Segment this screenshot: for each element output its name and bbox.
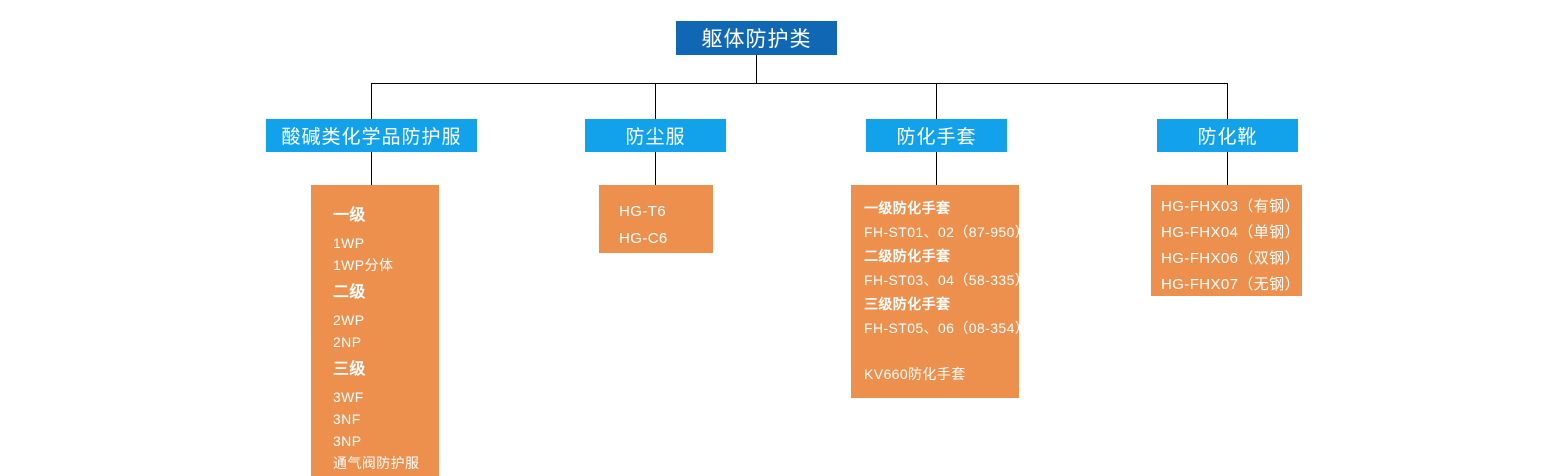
connector-boots-to-panel [1227, 152, 1228, 185]
panel-chemical-boots-details: HG-FHX03（有钢） HG-FHX04（单钢） HG-FHX06（双钢） H… [1151, 185, 1302, 296]
category-node-label: 防化靴 [1197, 127, 1258, 148]
panel-line: HG-C6 [619, 230, 668, 247]
panel-dust-suit-details: HG-T6 HG-C6 [599, 185, 713, 253]
category-node-dust-suit[interactable]: 防尘服 [585, 119, 726, 152]
connector-bus-to-boots [1227, 83, 1228, 119]
panel-line: HG-FHX06（双钢） [1161, 250, 1300, 267]
panel-line: 3NF [333, 411, 361, 427]
panel-line: HG-FHX03（有钢） [1161, 198, 1300, 215]
category-node-label: 防尘服 [625, 127, 686, 148]
panel-line: 一级 [333, 207, 366, 224]
panel-line: FH-ST03、04（58-335） [864, 272, 1030, 288]
panel-line: 三级 [333, 361, 366, 378]
category-node-label: 防化手套 [896, 127, 977, 148]
connector-root-stem [756, 54, 757, 83]
panel-line: 2NP [333, 334, 362, 350]
panel-line: 3WF [333, 389, 364, 405]
root-node-body-protection[interactable]: 躯体防护类 [676, 21, 837, 55]
panel-line: 二级防化手套 [864, 248, 951, 264]
panel-line: HG-FHX04（单钢） [1161, 224, 1300, 241]
panel-line: 通气阀防护服 [333, 455, 420, 471]
panel-line: FH-ST05、06（08-354） [864, 320, 1030, 336]
root-node-label: 躯体防护类 [701, 28, 812, 51]
panel-line: 1WP [333, 235, 365, 251]
category-node-chemical-boots[interactable]: 防化靴 [1157, 119, 1298, 152]
connector-acid-suit-to-panel [371, 152, 372, 185]
category-node-label: 酸碱类化学品防护服 [281, 127, 462, 148]
panel-line: HG-T6 [619, 203, 666, 220]
panel-line-spacer [864, 340, 1019, 362]
panel-chemical-gloves-details: 一级防化手套 FH-ST01、02（87-950） 二级防化手套 FH-ST03… [851, 185, 1030, 398]
connector-gloves-to-panel [936, 152, 937, 185]
connector-dust-suit-to-panel [655, 152, 656, 185]
panel-line: 一级防化手套 [864, 200, 951, 216]
panel-line: HG-FHX07（无钢） [1161, 276, 1300, 293]
panel-line: 2WP [333, 312, 365, 328]
connector-bus-to-acid-suit [371, 83, 372, 119]
panel-line: 三级防化手套 [864, 296, 951, 312]
panel-line: FH-ST01、02（87-950） [864, 224, 1030, 240]
category-node-chemical-gloves[interactable]: 防化手套 [866, 119, 1007, 152]
panel-line: KV660防化手套 [864, 366, 966, 382]
category-node-acid-chemical-suit[interactable]: 酸碱类化学品防护服 [266, 119, 477, 152]
panel-line: 3NP [333, 433, 362, 449]
connector-bus-to-gloves [936, 83, 937, 119]
panel-line: 二级 [333, 284, 366, 301]
connector-horizontal-bus [371, 83, 1228, 84]
panel-acid-chemical-suit-details: 一级 1WP 1WP分体 二级 2WP 2NP 三级 3WF 3NF 3NP 通… [311, 185, 439, 476]
panel-line: 1WP分体 [333, 257, 394, 273]
connector-bus-to-dust-suit [655, 83, 656, 119]
